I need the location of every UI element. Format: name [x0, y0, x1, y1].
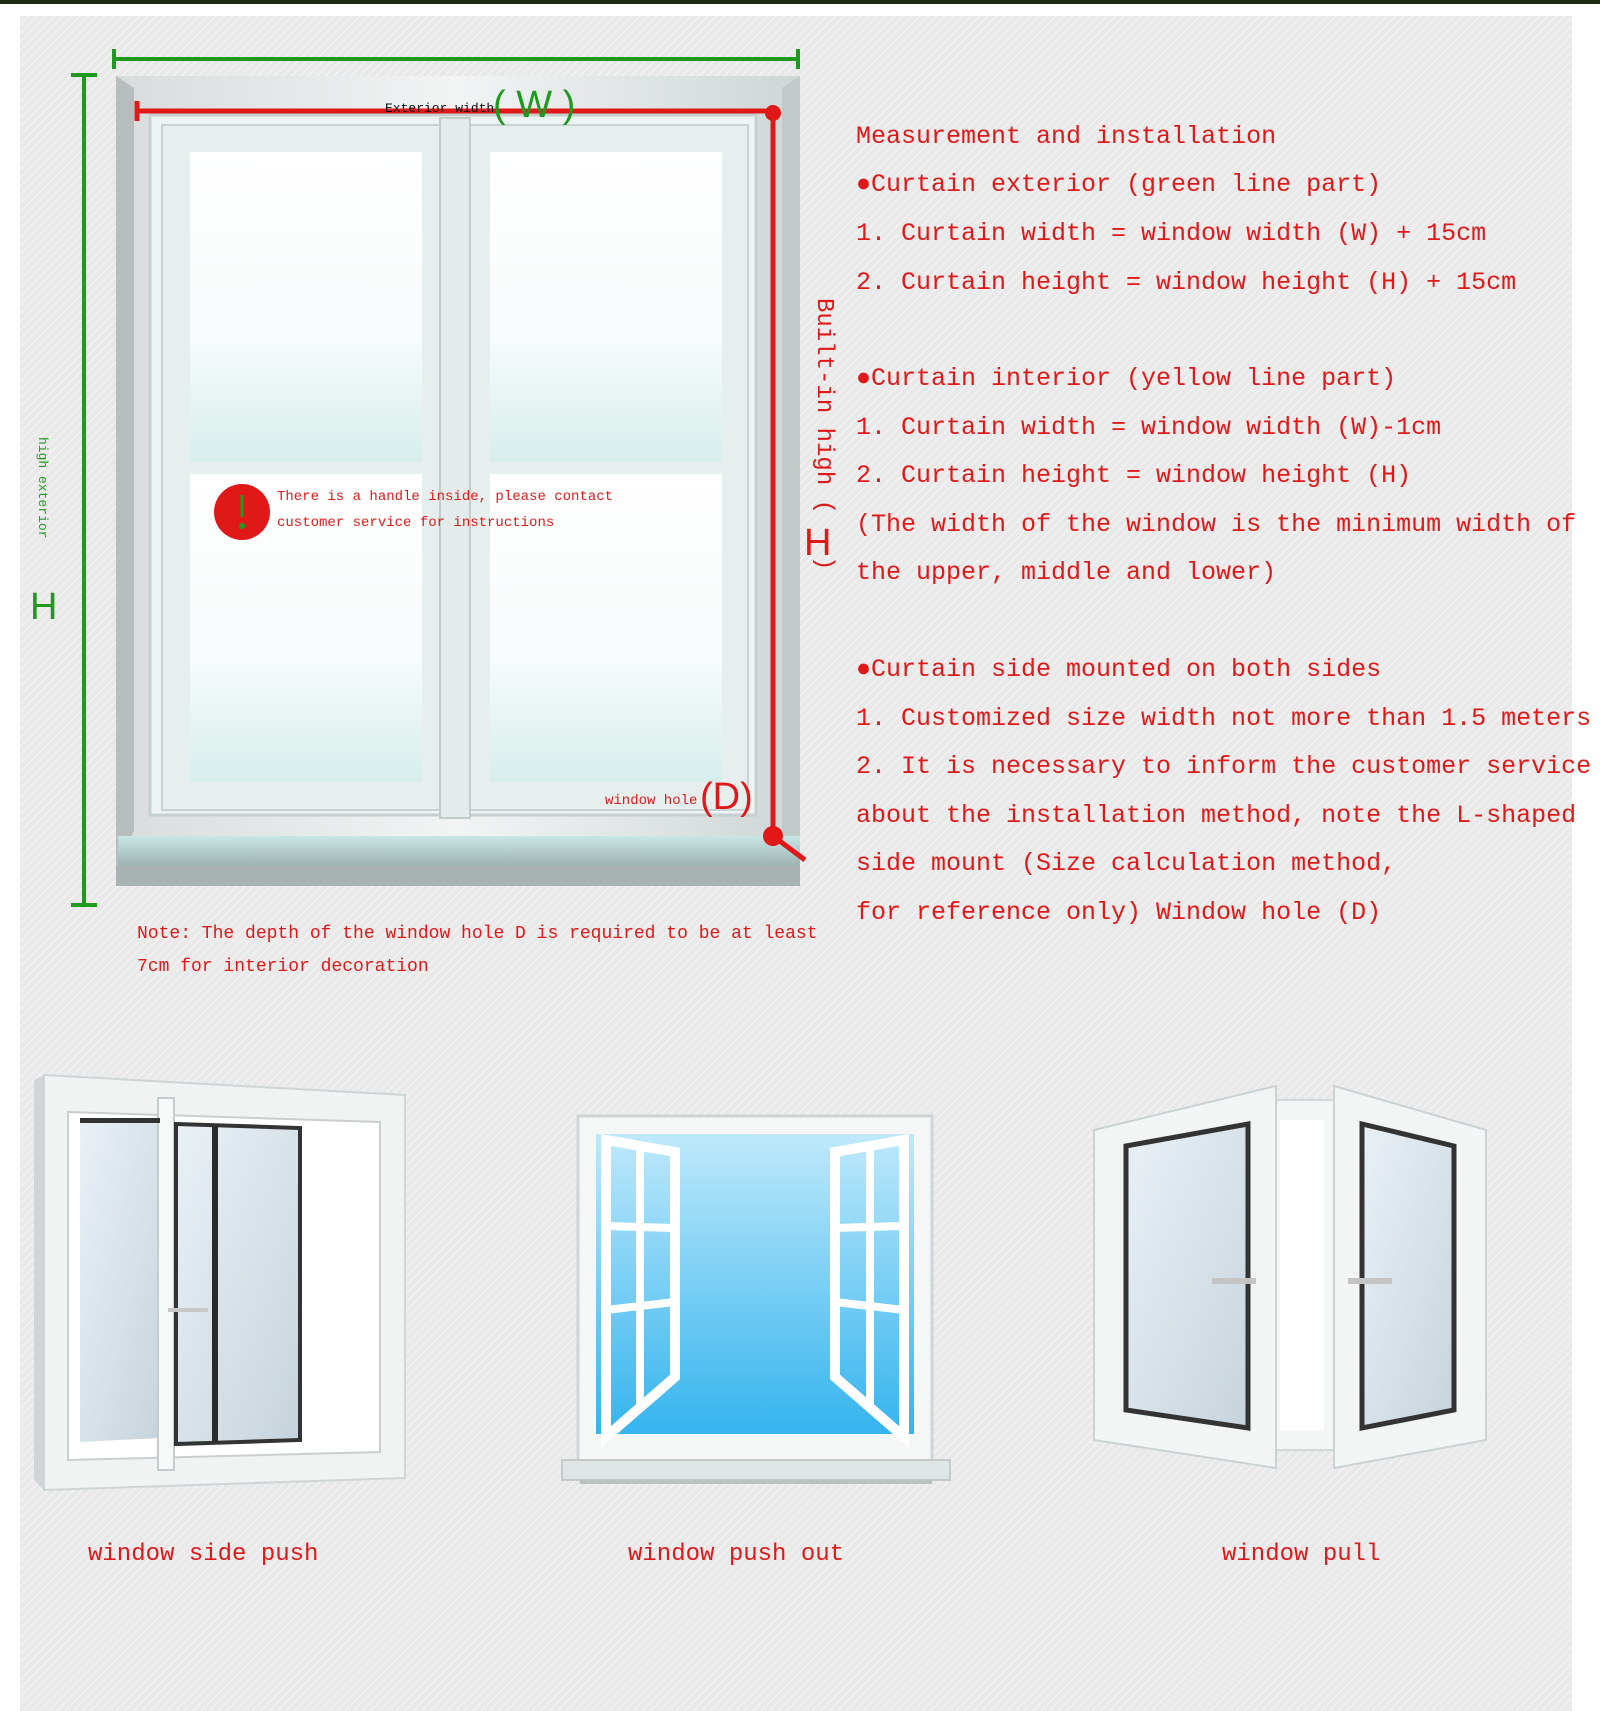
w-label: ( W )	[493, 84, 576, 126]
corner-dot	[765, 105, 781, 121]
window-hole-note: Note: The depth of the window hole D is …	[137, 924, 818, 977]
exterior-measure-lines	[71, 49, 800, 907]
instruction-line: 1. Curtain width = window width (W) + 15…	[856, 219, 1487, 248]
high-exterior-label: high exterior	[35, 437, 50, 539]
instruction-line: for reference only) Window hole (D)	[856, 898, 1382, 927]
casement-window-icon	[1093, 1084, 1487, 1470]
instruction-line: 1. Customized size width not more than 1…	[856, 704, 1592, 733]
instruction-line: about the installation method, note the …	[856, 801, 1577, 830]
section-title-exterior: ●Curtain exterior (green line part)	[856, 170, 1382, 199]
caption-side-push: window side push	[88, 1541, 319, 1568]
built-in-high-label: Built-in high (	[810, 298, 837, 515]
h-red-label: H	[804, 522, 832, 564]
instruction-line: 1. Curtain width = window width (W)-1cm	[856, 413, 1442, 442]
caption-pull: window pull	[1222, 1541, 1381, 1568]
handle-warning-text: There is a handle inside, please contact…	[277, 489, 614, 531]
section-title-side-mount: ●Curtain side mounted on both sides	[856, 655, 1382, 684]
open-window-icon	[561, 1114, 951, 1484]
window-frame	[116, 76, 800, 886]
instruction-line: 2. Curtain height = window height (H) + …	[856, 268, 1517, 297]
instructions-heading: Measurement and installation	[856, 122, 1277, 151]
window-hole-label: window hole	[605, 793, 698, 809]
instruction-line: side mount (Size calculation method,	[856, 849, 1397, 878]
h-green-label: H	[30, 586, 58, 628]
instruction-line: 2. It is necessary to inform the custome…	[856, 752, 1592, 781]
top-bar	[0, 0, 1600, 4]
corner-dot	[763, 826, 783, 846]
exclamation-icon	[214, 484, 270, 540]
exterior-width-label: Exterior width	[385, 101, 495, 116]
caption-push-out: window push out	[628, 1541, 845, 1568]
d-label: (D)	[700, 776, 753, 818]
instruction-line: (The width of the window is the minimum …	[856, 510, 1577, 539]
h-red-paren: )	[810, 556, 837, 571]
instruction-line: the upper, middle and lower)	[856, 558, 1277, 587]
section-title-interior: ●Curtain interior (yellow line part)	[856, 364, 1397, 393]
sliding-window-icon	[34, 1073, 406, 1492]
instruction-line: 2. Curtain height = window height (H)	[856, 461, 1412, 490]
